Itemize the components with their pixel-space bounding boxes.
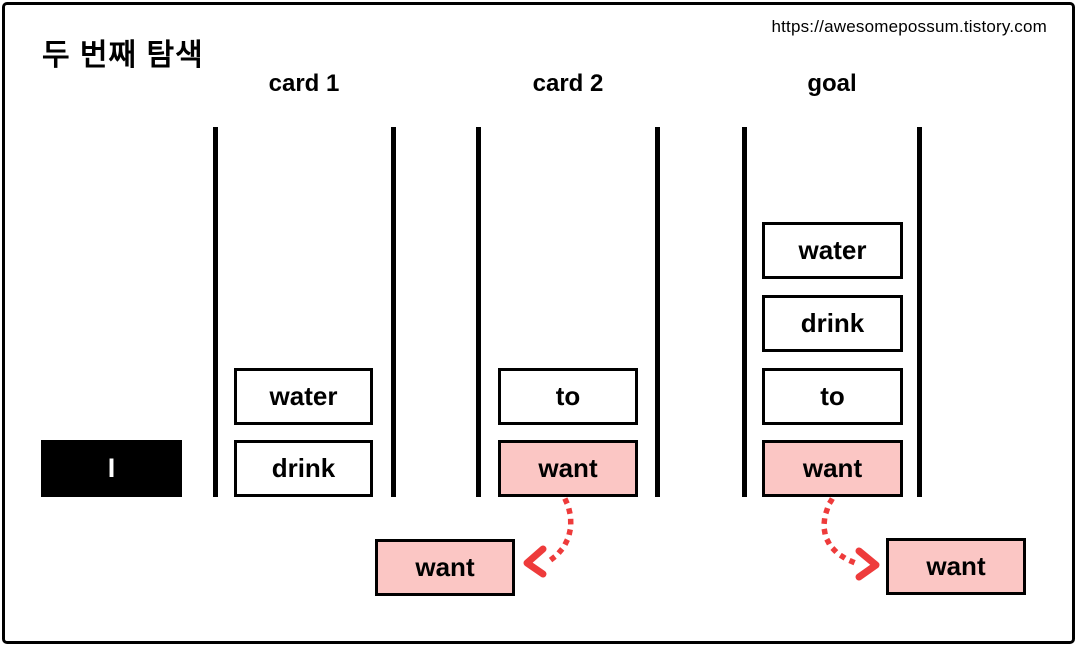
card1-stack-left-bar xyxy=(213,127,218,497)
card1-item-water: water xyxy=(234,368,373,425)
extracted-want-from-goal: want xyxy=(886,538,1026,595)
column-label-goal: goal xyxy=(807,70,857,97)
goal-item-want-highlighted: want xyxy=(762,440,903,497)
card2-item-want-highlighted: want xyxy=(498,440,638,497)
card1-item-drink: drink xyxy=(234,440,373,497)
column-label-card2: card 2 xyxy=(532,70,604,97)
goal-item-drink: drink xyxy=(762,295,903,352)
card2-stack-right-bar xyxy=(655,127,660,497)
goal-stack-right-bar xyxy=(917,127,922,497)
column-label-card1: card 1 xyxy=(268,70,340,97)
page-title: 두 번째 탐색 xyxy=(42,39,204,72)
goal-item-water: water xyxy=(762,222,903,279)
goal-stack-left-bar xyxy=(742,127,747,497)
query-token-box: I xyxy=(41,440,182,497)
extracted-want-from-card2: want xyxy=(375,539,515,596)
source-url: https://awesomepossum.tistory.com xyxy=(771,17,1047,36)
goal-item-to: to xyxy=(762,368,903,425)
card1-stack-right-bar xyxy=(391,127,396,497)
card2-stack-left-bar xyxy=(476,127,481,497)
card2-item-to: to xyxy=(498,368,638,425)
